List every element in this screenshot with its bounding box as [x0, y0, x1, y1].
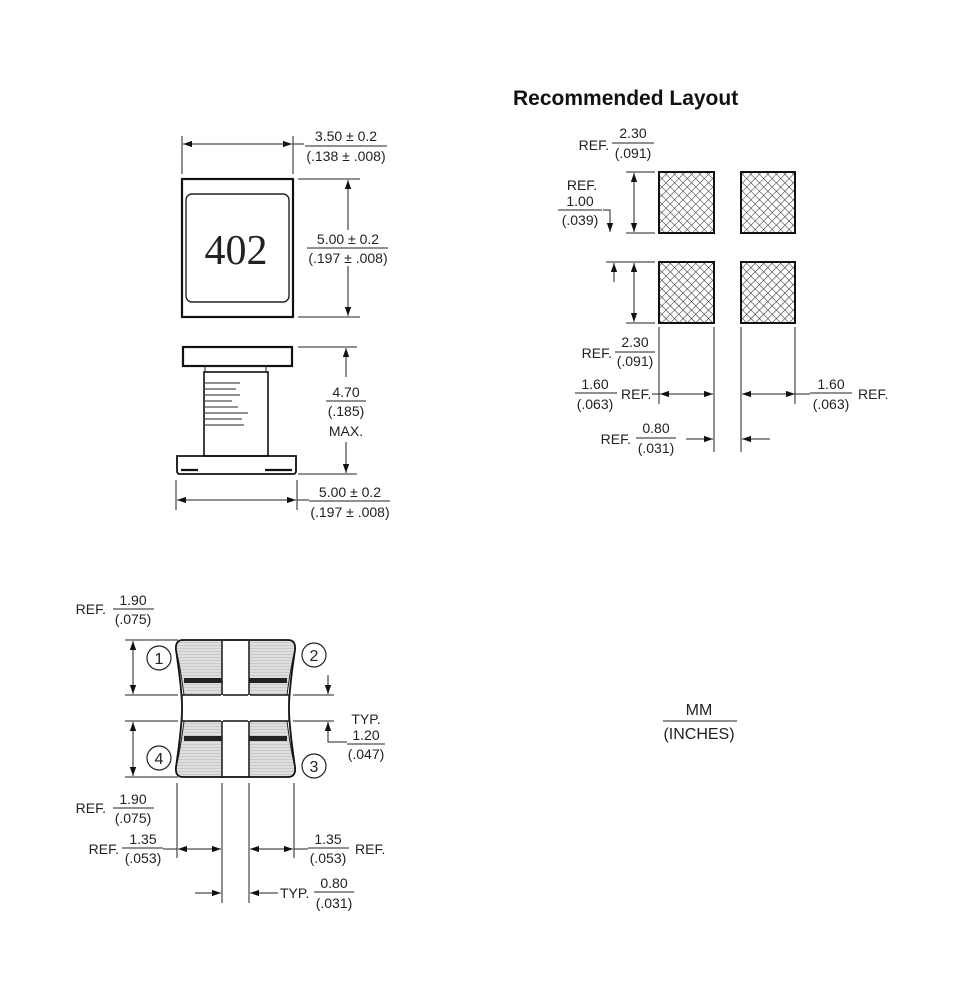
- slot-inch: (.031): [316, 895, 353, 911]
- terminal: [248, 720, 296, 778]
- height-mm: 4.70: [332, 384, 359, 400]
- center-slot-horizontal: [181, 694, 290, 722]
- solder-pad: [740, 171, 796, 234]
- left-width-inch: (.063): [577, 396, 614, 412]
- right-land-mm: 1.35: [314, 831, 341, 847]
- bottom-pad-ref: REF.: [582, 345, 612, 361]
- top-term-mm: 1.90: [119, 592, 146, 608]
- recommended-layout: Recommended Layout REF. 2.30 (.091) REF.…: [513, 87, 888, 456]
- pin-circle: [301, 753, 327, 779]
- terminal: [175, 720, 223, 778]
- base-flange: [176, 455, 297, 475]
- top-flange: [181, 345, 294, 368]
- terminal: [248, 639, 296, 696]
- top-pad-inch: (.091): [615, 145, 652, 161]
- spacing-ref: REF.: [601, 431, 631, 447]
- bottom-term-mm: 1.90: [119, 791, 146, 807]
- core-winding: [203, 371, 269, 457]
- solder-pad: [658, 261, 715, 324]
- base-mm: 5.00 ± 0.2: [319, 484, 381, 500]
- left-width-mm: 1.60: [581, 376, 608, 392]
- width-inch: (.138 ± .008): [306, 148, 385, 164]
- terminal-band: [249, 736, 287, 741]
- term-width-leader: [324, 722, 347, 743]
- pin-circle: [301, 642, 327, 668]
- gap-ref: REF.: [567, 177, 597, 193]
- center-slot-vertical: [221, 639, 250, 778]
- layout-title: Recommended Layout: [513, 87, 738, 110]
- pin-1-label: 1: [155, 651, 164, 668]
- component-marking: 402: [205, 228, 268, 274]
- height-inch: (.185): [328, 403, 365, 419]
- term-width-inch: (.047): [348, 746, 385, 762]
- spacing-mm: 0.80: [642, 420, 669, 436]
- units-inches: (INCHES): [663, 726, 734, 743]
- gap-mm: 1.00: [566, 193, 593, 209]
- bottom-pad-mm: 2.30: [621, 334, 648, 350]
- bottom-term-inch: (.075): [115, 810, 152, 826]
- component-body-face: [185, 193, 290, 303]
- bottom-term-ref: REF.: [76, 800, 106, 816]
- width-mm: 3.50 ± 0.2: [315, 128, 377, 144]
- terminal: [175, 639, 223, 696]
- right-width-inch: (.063): [813, 396, 850, 412]
- spacing-inch: (.031): [638, 440, 675, 456]
- slot-mm: 0.80: [320, 875, 347, 891]
- top-term-inch: (.075): [115, 611, 152, 627]
- top-pad-mm: 2.30: [619, 125, 646, 141]
- units-legend: MM (INCHES): [663, 702, 737, 743]
- right-width-mm: 1.60: [817, 376, 844, 392]
- pin-circle: [146, 745, 172, 771]
- length-mm: 5.00 ± 0.2: [317, 231, 379, 247]
- solder-pad: [740, 261, 796, 324]
- top-term-ref: REF.: [76, 601, 106, 617]
- right-land-inch: (.053): [310, 850, 347, 866]
- height-note: MAX.: [329, 423, 363, 439]
- component-outline: [180, 177, 295, 319]
- left-land-inch: (.053): [125, 850, 162, 866]
- top-view: 402 3.50 ± 0.2 (.138 ± .008) 5.00 ± 0.2 …: [180, 128, 388, 319]
- base-inch: (.197 ± .008): [310, 504, 389, 520]
- terminal-band: [184, 736, 222, 741]
- gap-leader: [603, 209, 614, 232]
- pin-3-label: 3: [310, 759, 319, 776]
- gap-inch: (.039): [562, 212, 599, 228]
- solder-pad: [658, 171, 715, 234]
- pin-circle: [146, 645, 172, 671]
- top-pad-ref: REF.: [579, 137, 609, 153]
- left-land-ref: REF.: [89, 841, 119, 857]
- winding-lines: [205, 382, 248, 426]
- bottom-pad-inch: (.091): [617, 353, 654, 369]
- units-mm: MM: [686, 702, 713, 719]
- term-width-typ: TYP.: [351, 711, 380, 727]
- pin-2-label: 2: [310, 648, 319, 665]
- right-land-ref: REF.: [355, 841, 385, 857]
- side-view: 4.70 (.185) MAX. 5.00 ± 0.2 (.197 ± .008…: [175, 345, 390, 520]
- terminal-band: [249, 678, 287, 683]
- bottom-view: 1 2 3 4 REF. 1.90 (.075) REF. 1.90 (.075…: [76, 592, 386, 911]
- body-outline: [174, 639, 297, 778]
- term-width-mm: 1.20: [352, 727, 379, 743]
- right-width-ref: REF.: [858, 386, 888, 402]
- left-land-mm: 1.35: [129, 831, 156, 847]
- terminal-band: [184, 678, 222, 683]
- slot-typ: TYP.: [280, 885, 309, 901]
- length-inch: (.197 ± .008): [308, 250, 387, 266]
- pin-4-label: 4: [155, 751, 164, 768]
- left-width-ref: REF.: [621, 386, 651, 402]
